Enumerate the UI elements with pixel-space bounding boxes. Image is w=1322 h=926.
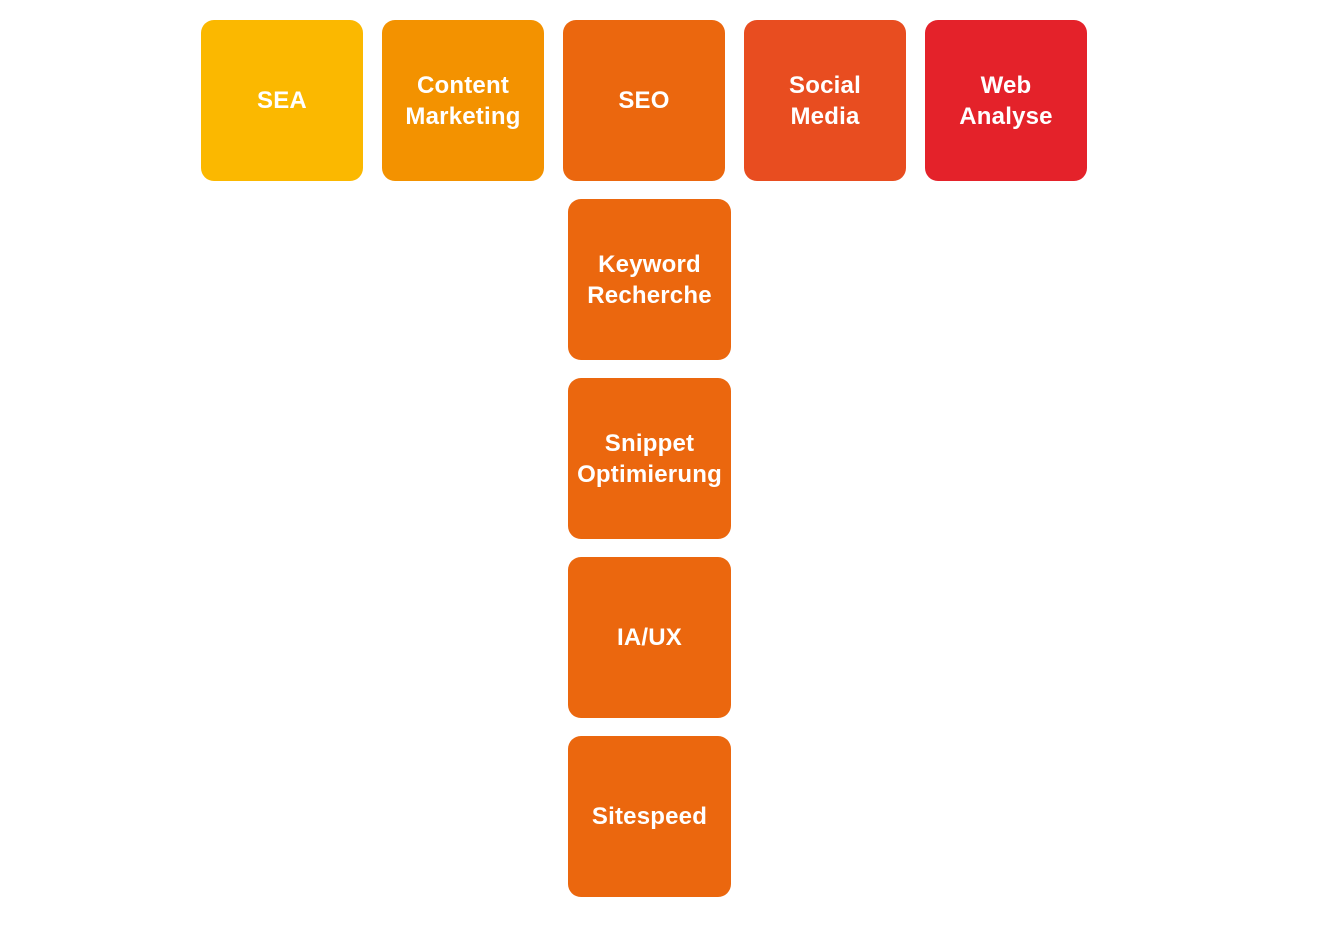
tile-label: Web Analyse <box>959 71 1053 130</box>
tile-label: Snippet Optimierung <box>577 429 722 488</box>
tile-label: SEA <box>257 87 307 114</box>
seo-subtopics-column: Keyword Recherche Snippet Optimierung IA… <box>568 199 731 897</box>
tile-sea: SEA <box>201 20 363 181</box>
tile-content-marketing: Content Marketing <box>382 20 544 181</box>
tile-social-media: Social Media <box>744 20 906 181</box>
tile-label: Social Media <box>789 71 861 130</box>
tile-ia-ux: IA/UX <box>568 557 731 718</box>
tile-label: IA/UX <box>616 624 682 651</box>
tile-label: Sitespeed <box>591 803 708 830</box>
tile-sitespeed: Sitespeed <box>568 736 731 897</box>
tile-web-analyse: Web Analyse <box>925 20 1087 181</box>
tile-keyword-recherche: Keyword Recherche <box>568 199 731 360</box>
tile-label: SEO <box>618 87 670 114</box>
tile-snippet-optimierung: Snippet Optimierung <box>568 378 731 539</box>
tile-label: Content Marketing <box>405 71 521 130</box>
tile-seo: SEO <box>563 20 725 181</box>
tile-label: Keyword Recherche <box>587 250 712 309</box>
top-row: SEA Content Marketing SEO Social Media W… <box>201 20 1087 181</box>
